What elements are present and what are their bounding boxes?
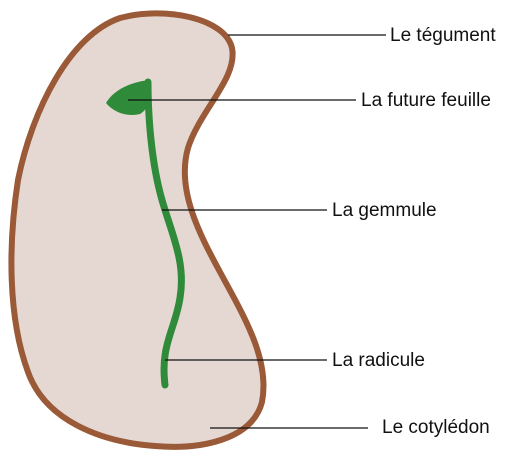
label-future-feuille: La future feuille	[361, 90, 491, 112]
label-tegument: Le tégument	[390, 25, 496, 47]
label-radicule: La radicule	[332, 350, 425, 372]
label-cotyledon: Le cotylédon	[382, 417, 490, 439]
seed-body	[11, 13, 263, 446]
label-gemmule: La gemmule	[332, 200, 437, 222]
